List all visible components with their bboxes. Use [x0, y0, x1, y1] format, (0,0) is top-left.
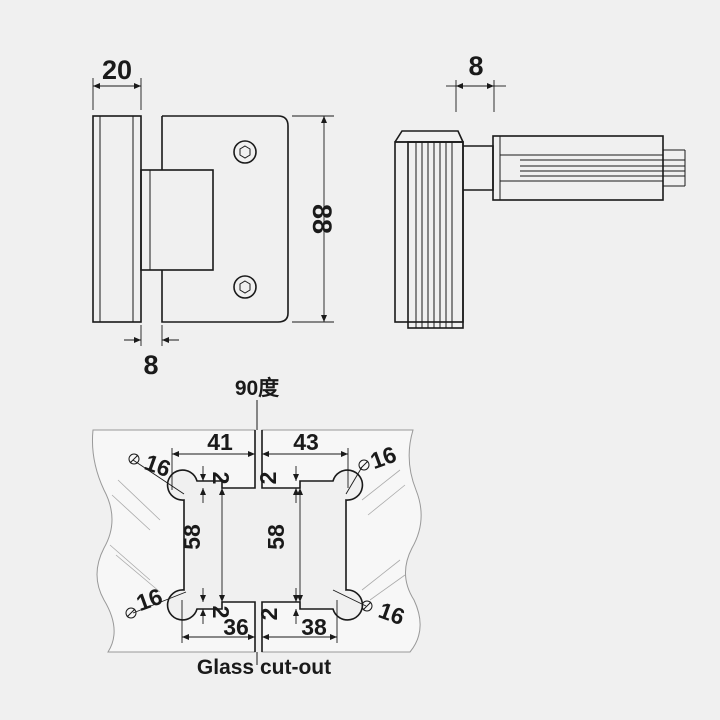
left-cutout-outline: [166, 430, 256, 652]
diameter-icon: [358, 459, 370, 471]
side-clamp-block: [394, 141, 464, 323]
clamp-ribs: [415, 142, 453, 328]
hinge-knuckle: [140, 169, 214, 271]
left-top-width-label: 41: [207, 429, 233, 455]
right-top-offset-label: 2: [255, 472, 281, 485]
side-arm: [492, 135, 664, 201]
hinge-side-view: 8: [394, 51, 686, 329]
left-bottom-width-label: 36: [223, 614, 249, 640]
screw-icon: [233, 275, 257, 299]
dim-side-label: 8: [468, 51, 483, 81]
glass-cutout-view: 90度 41 2 58: [92, 376, 422, 679]
right-top-width-label: 43: [293, 429, 319, 455]
left-bottom-offset-label: 2: [208, 606, 234, 619]
left-top-offset-label: 2: [208, 472, 234, 485]
glass-clamp-plate: [161, 115, 289, 323]
right-height-label: 58: [263, 524, 289, 550]
dim-height-label: 88: [307, 204, 337, 234]
right-cutout-outline: [261, 430, 364, 652]
glass-edge-lines: [520, 149, 686, 187]
dim-width-label: 20: [102, 55, 132, 85]
diameter-icon: [128, 453, 140, 465]
glass-hatch: [109, 469, 406, 601]
angle-label: 90度: [235, 376, 279, 400]
diameter-icon: [361, 600, 373, 612]
left-height-label: 58: [179, 524, 205, 550]
hinge-front-view: 20 88 8: [92, 55, 337, 380]
caption: Glass cut-out: [197, 656, 331, 679]
dim-bottom-label: 8: [143, 350, 158, 380]
right-bottom-offset-label: 2: [256, 608, 282, 621]
diameter-icon: [125, 607, 137, 619]
right-bottom-width-label: 38: [301, 614, 327, 640]
screw-icon: [233, 140, 257, 164]
